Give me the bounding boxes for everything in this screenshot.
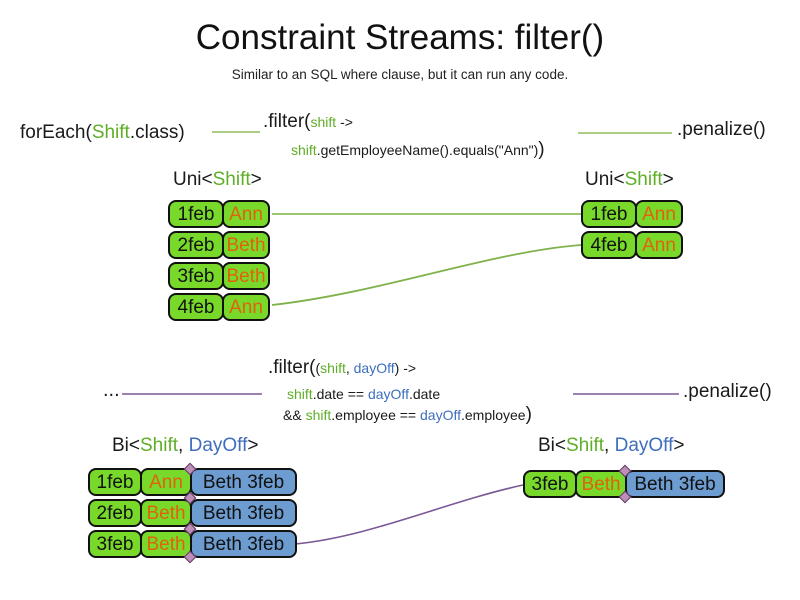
cell-employee: Ann xyxy=(635,200,683,228)
table-row: 3feb Beth Beth 3feb xyxy=(88,530,297,558)
table-row: 2feb Beth Beth 3feb xyxy=(88,499,297,527)
table-row: 4feb Ann xyxy=(168,293,270,321)
code-penalize1: .penalize() xyxy=(677,119,766,140)
label-uni-left-pre: Uni< xyxy=(173,169,213,190)
label-bi-left-type1: Shift xyxy=(140,435,179,456)
cell-dayoff: Beth 3feb xyxy=(190,468,297,496)
code-filter2-comma: , xyxy=(345,360,354,376)
line-uni-4feb-match xyxy=(271,244,582,306)
code-filter1-close: ) xyxy=(538,139,545,160)
label-bi-left: Bi<Shift, DayOff> xyxy=(112,435,258,457)
cell-dayoff: Beth 3feb xyxy=(625,470,725,498)
code-filter1-body-rest: .getEmployeeName().equals("Ann") xyxy=(316,142,539,158)
code-filter1-head: .filter(shift -> xyxy=(263,111,353,133)
code-filter2-body2: && shift.employee == dayOff.employee) xyxy=(283,404,532,426)
line-bi-3feb-match xyxy=(294,484,524,545)
table-row: 2feb Beth xyxy=(168,231,270,259)
code-filter2-b1m1: .date == xyxy=(312,386,368,402)
cell-date: 1feb xyxy=(88,468,142,496)
cell-dayoff: Beth 3feb xyxy=(190,499,297,527)
label-uni-right-pre: Uni< xyxy=(585,169,625,190)
code-filter2-b2v2: dayOff xyxy=(420,407,461,423)
cell-employee: Beth xyxy=(575,470,627,498)
label-uni-right-post: > xyxy=(662,169,674,190)
code-foreach-post: .class) xyxy=(129,122,185,143)
table-row: 3feb Beth xyxy=(168,262,270,290)
code-filter2-p1: shift xyxy=(320,360,346,376)
code-foreach-class: Shift xyxy=(91,122,130,143)
code-ellipsis: ... xyxy=(103,379,120,401)
page-subtitle: Similar to an SQL where clause, but it c… xyxy=(231,67,569,82)
code-filter2-b2v1: shift xyxy=(305,407,332,423)
code-filter2-b1v2: dayOff xyxy=(367,386,409,402)
code-filter1-param: shift xyxy=(310,114,337,130)
cell-date: 3feb xyxy=(88,530,142,558)
cell-date: 1feb xyxy=(168,200,224,228)
code-filter1-fn: .filter( xyxy=(263,111,311,132)
code-filter1-body-var: shift xyxy=(291,142,317,158)
label-bi-right-type1: Shift xyxy=(566,435,605,456)
table-row: 1feb Ann xyxy=(168,200,270,228)
cell-employee: Beth xyxy=(222,262,270,290)
code-filter2-b2m1: .employee == xyxy=(331,407,420,423)
label-bi-left-type2: DayOff xyxy=(188,435,248,456)
code-filter1-arrow: -> xyxy=(336,114,353,130)
cell-date: 4feb xyxy=(168,293,224,321)
label-uni-left-post: > xyxy=(250,169,262,190)
label-bi-right-sep: , xyxy=(604,435,615,456)
code-filter2-arrow: ) -> xyxy=(394,360,417,376)
label-uni-right: Uni<Shift> xyxy=(585,169,674,191)
cell-employee: Ann xyxy=(140,468,192,496)
code-filter2-fn: .filter( xyxy=(268,357,316,378)
cell-employee: Beth xyxy=(222,231,270,259)
code-foreach-pre: forEach( xyxy=(20,122,92,143)
table-row: 4feb Ann xyxy=(581,231,683,259)
cell-employee: Ann xyxy=(222,293,270,321)
code-filter2-close: ) xyxy=(525,404,532,425)
code-filter2-p2: dayOff xyxy=(353,360,395,376)
label-uni-left-type: Shift xyxy=(212,169,251,190)
label-uni-right-type: Shift xyxy=(624,169,663,190)
code-filter2-b1m2: .date xyxy=(408,386,441,402)
label-bi-left-pre: Bi< xyxy=(112,435,140,456)
cell-employee: Ann xyxy=(635,231,683,259)
cell-date: 1feb xyxy=(581,200,637,228)
label-bi-right-pre: Bi< xyxy=(538,435,566,456)
cell-dayoff: Beth 3feb xyxy=(190,530,297,558)
code-filter2-body1: shift.date == dayOff.date xyxy=(287,386,440,402)
label-bi-right-type2: DayOff xyxy=(614,435,674,456)
cell-date: 3feb xyxy=(168,262,224,290)
code-penalize2: .penalize() xyxy=(683,381,772,402)
code-filter1-body: shift.getEmployeeName().equals("Ann")) xyxy=(291,139,545,161)
label-uni-left: Uni<Shift> xyxy=(173,169,262,191)
label-bi-right: Bi<Shift, DayOff> xyxy=(538,435,684,457)
code-filter2-b2amp: && xyxy=(283,407,306,423)
code-filter2-b1v1: shift xyxy=(287,386,313,402)
cell-date: 3feb xyxy=(523,470,577,498)
cell-employee: Ann xyxy=(222,200,270,228)
cell-date: 2feb xyxy=(88,499,142,527)
table-row: 3feb Beth Beth 3feb xyxy=(523,470,725,498)
table-row: 1feb Ann Beth 3feb xyxy=(88,468,297,496)
cell-date: 2feb xyxy=(168,231,224,259)
page-title: Constraint Streams: filter() xyxy=(195,18,605,57)
code-filter2-b2m2: .employee xyxy=(461,407,526,423)
code-filter2-open: ( xyxy=(315,360,321,376)
table-row: 1feb Ann xyxy=(581,200,683,228)
label-bi-left-sep: , xyxy=(178,435,189,456)
cell-date: 4feb xyxy=(581,231,637,259)
cell-employee: Beth xyxy=(140,499,192,527)
code-foreach: forEach(Shift.class) xyxy=(20,122,185,144)
cell-employee: Beth xyxy=(140,530,192,558)
label-bi-right-post: > xyxy=(673,435,685,456)
code-filter2-head: .filter((shift, dayOff) -> xyxy=(268,357,416,379)
label-bi-left-post: > xyxy=(247,435,259,456)
